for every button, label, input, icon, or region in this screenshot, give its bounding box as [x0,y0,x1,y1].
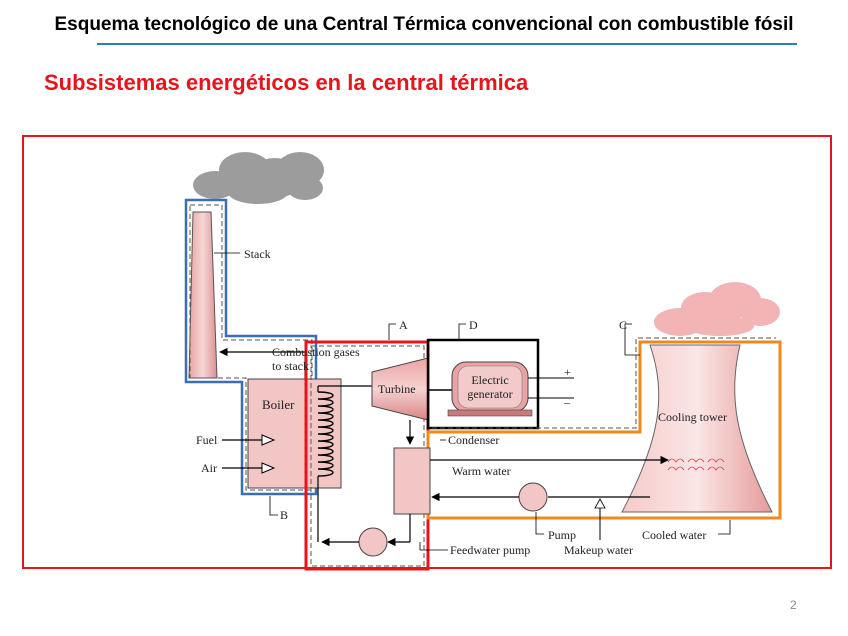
feedwater-pump [358,527,388,557]
marker-c: C [619,318,627,332]
air-arrow [261,462,276,474]
fuel-label: Fuel [196,433,218,447]
marker-d: D [469,318,478,332]
warm-water-label: Warm water [452,464,511,478]
makeup-water-arrow [594,498,606,509]
plus-label: + [564,365,571,379]
subsystem-a-dashed [310,345,425,567]
subsystem-a-outline [304,340,430,571]
stack-label: Stack [244,247,271,261]
marker-a: A [399,318,408,332]
subsystem-c-dashed [432,337,776,429]
air-label: Air [201,461,217,475]
pump-label: Pump [548,528,576,542]
marker-b: B [280,508,288,522]
subsystem-b-outline [184,198,318,496]
leader-lines [214,252,731,551]
cooling-tower-label: Cooling tower [658,410,727,424]
makeup-water-label: Makeup water [564,543,633,557]
stack-smoke [193,152,324,204]
circulating-pump [518,482,548,512]
subsystem-c-outline [426,340,782,520]
slide-subtitle: Subsistemas energéticos en la central té… [44,70,529,95]
fuel-arrow [261,434,276,446]
cooling-tower-spray [667,458,725,471]
condenser-label: Condenser [448,433,499,447]
cooling-tower [621,344,773,513]
title-underline [97,43,797,45]
cooling-tower-steam [654,282,780,336]
generator-label: Electric [471,373,508,387]
feedwater-pump-label: Feedwater pump [450,543,530,557]
condenser [393,447,431,515]
electric-generator [447,361,533,417]
generator-label-2: generator [467,387,512,401]
combustion-gases-label-2: to stack [272,359,309,373]
stack [188,211,218,379]
minus-label: – [563,395,571,409]
combustion-gases-label: Combustion gases [272,345,360,359]
boiler-coil [317,391,334,477]
slide-title: Esquema tecnológico de una Central Térmi… [54,14,794,35]
turbine-label: Turbine [378,382,416,396]
subsystem-b-dashed [189,204,313,491]
page-number: 2 [790,598,797,612]
cooled-water-label: Cooled water [642,528,706,542]
boiler-label: Boiler [262,397,295,412]
